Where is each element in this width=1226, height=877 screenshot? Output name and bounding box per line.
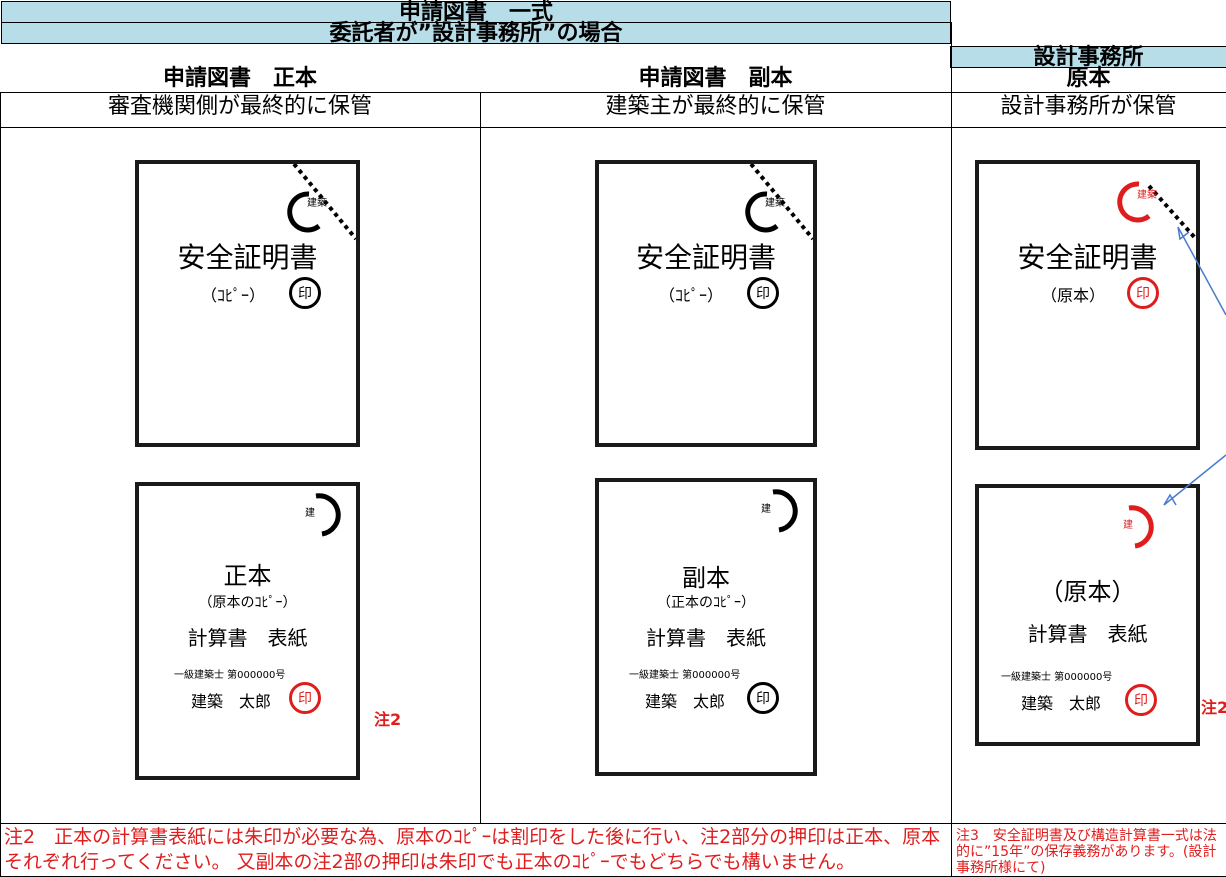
note2-marker-cut: 注2: [1201, 698, 1226, 717]
col-name-seihon: 申請図書 正本: [162, 66, 317, 91]
seal-icon: 印: [747, 682, 779, 714]
seal-text: 印: [756, 691, 770, 707]
seal-text: 印: [298, 691, 312, 707]
header-subtitle: 委託者が”設計事務所”の場合: [329, 21, 623, 46]
seal-red-icon: 印: [1127, 277, 1159, 309]
license-number: 一級建築士 第000000号: [1001, 672, 1113, 683]
grid-line: [951, 22, 952, 877]
seal-text: 印: [1134, 693, 1148, 709]
right-header: 設計事務所: [1033, 45, 1144, 70]
architect-name: 建築 太郎: [191, 692, 272, 711]
col-desc-seihon: 審査機関側が最終的に保管: [107, 94, 372, 119]
note2-marker: 注2: [374, 710, 402, 729]
license-number: 一級建築士 第000000号: [629, 670, 741, 681]
header-subtitle-row: 委託者が”設計事務所”の場合: [1, 21, 951, 46]
license-number: 一級建築士 第000000号: [174, 670, 286, 681]
seal-text: 印: [1136, 286, 1150, 302]
note2-text: 注2 正本の計算書表紙には朱印が必要な為、原本のｺﾋﾟｰは割印をした後に行い、注…: [4, 826, 941, 873]
col-desc-genpon: 設計事務所が保管: [1000, 94, 1177, 119]
architect-name: 建築 太郎: [1021, 694, 1102, 713]
seal-icon: 印: [747, 277, 779, 309]
grid-line: [0, 92, 1, 877]
cert-doc-fukuhon: 建築 安全証明書 （ｺﾋﾟｰ） 印: [595, 160, 817, 447]
corner-seal-icon: [1128, 505, 1154, 549]
calc-cover: 計算書 表紙: [1027, 622, 1148, 646]
right-header-row: 設計事務所: [950, 45, 1226, 70]
calc-sub: （正本のｺﾋﾟｰ）: [657, 595, 755, 611]
grid-line: [0, 127, 1226, 128]
corner-text: 建築: [765, 198, 785, 209]
corner-text: 建: [1123, 520, 1133, 531]
header-title-row: 申請図書 一式: [1, 0, 951, 25]
cert-sub: （ｺﾋﾟｰ）: [659, 286, 724, 305]
corner-text: 建築: [1137, 190, 1157, 201]
architect-name: 建築 太郎: [645, 692, 726, 711]
calc-cover: 計算書 表紙: [646, 626, 766, 650]
col-desc-fukuhon: 建築主が最終的に保管: [605, 94, 826, 119]
calc-title: （原本）: [1039, 578, 1136, 606]
calc-title: 正本: [223, 562, 272, 590]
seal-icon: 印: [289, 277, 321, 309]
col-name-genpon: 原本: [1066, 66, 1111, 91]
note3-text: 注3 安全証明書及び構造計算書一式は法的に”15年”の保存義務があります。(設計…: [956, 828, 1217, 876]
corner-seal-icon: [772, 489, 798, 533]
col-name-fukuhon: 申請図書 副本: [638, 66, 793, 91]
grid-line: [480, 92, 481, 823]
corner-seal-icon: [287, 164, 356, 241]
calc-doc-fukuhon: 建 副本 （正本のｺﾋﾟｰ） 計算書 表紙 一級建築士 第000000号 建築 …: [595, 478, 817, 776]
cert-title: 安全証明書: [177, 241, 318, 274]
cert-doc-seihon: 建築 安全証明書 （ｺﾋﾟｰ） 印: [135, 160, 360, 447]
corner-text: 建: [305, 508, 315, 519]
arrow-icon: [1163, 226, 1226, 506]
calc-doc-genpon: 建 （原本） 計算書 表紙 一級建築士 第000000号 建築 太郎 印: [975, 484, 1200, 746]
grid-line: [0, 823, 1226, 824]
corner-seal-icon: [745, 164, 813, 241]
corner-text: 建築: [307, 198, 327, 209]
seal-red-icon: 印: [289, 682, 321, 714]
corner-seal-icon: [1117, 181, 1196, 241]
cert-title: 安全証明書: [1017, 241, 1158, 274]
seal-text: 印: [756, 286, 770, 302]
cert-doc-genpon: 建築 安全証明書 （原本） 印: [975, 160, 1200, 450]
corner-seal-icon: [315, 493, 341, 537]
calc-cover: 計算書 表紙: [187, 626, 308, 650]
seal-red-icon: 印: [1125, 684, 1157, 716]
corner-text: 建: [761, 504, 771, 515]
cert-title: 安全証明書: [635, 241, 776, 274]
seal-text: 印: [298, 286, 312, 302]
cert-sub: （ｺﾋﾟｰ）: [201, 286, 266, 305]
calc-title: 副本: [682, 564, 730, 592]
grid-line: [0, 92, 1226, 93]
calc-doc-seihon: 建 正本 （原本のｺﾋﾟｰ） 計算書 表紙 一級建築士 第000000号 建築 …: [135, 482, 360, 780]
header-title: 申請図書 一式: [398, 0, 553, 25]
calc-sub: （原本のｺﾋﾟｰ）: [198, 595, 297, 611]
cert-sub: （原本）: [1041, 286, 1106, 305]
